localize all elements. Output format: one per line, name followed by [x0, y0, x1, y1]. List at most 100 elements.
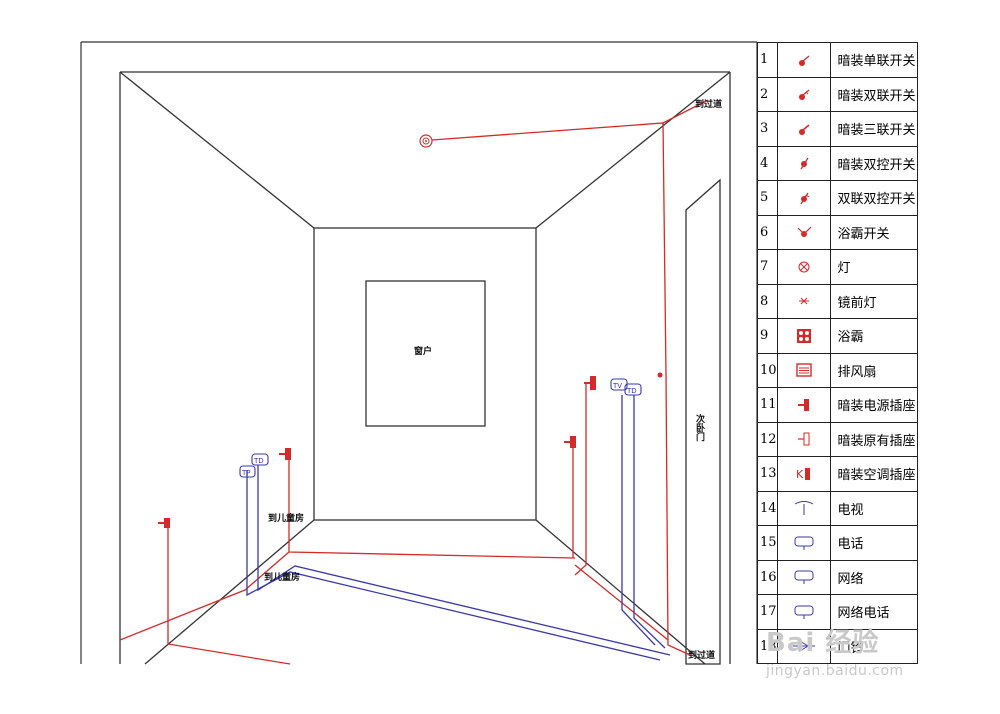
legend-label: 暗装原有插座: [829, 421, 919, 457]
legend-row: 8 镜前灯: [757, 283, 919, 319]
legend-label: 暗装三联开关: [829, 111, 919, 147]
legend-row: 2 暗装双联开关: [757, 76, 919, 112]
legend-row: 4 暗装双控开关: [757, 145, 919, 181]
legend-label: 排风扇: [829, 352, 919, 388]
legend-number: 18: [757, 628, 778, 664]
door-label: 次卧门: [694, 413, 705, 442]
door: [685, 178, 721, 665]
legend-row: 5 双联双控开关: [757, 180, 919, 216]
power-socket-icon: [776, 387, 831, 423]
phone-outlet-icon: [776, 525, 831, 561]
network-phone-outlet-icon: [776, 594, 831, 630]
window-label: 窗户: [414, 345, 432, 357]
legend-label: 双联双控开关: [829, 180, 919, 216]
doorbell-icon: [776, 628, 831, 664]
baidu-watermark: Bai 经验 jingyan.baidu.com: [766, 622, 966, 679]
legend-label: 浴霸开关: [829, 214, 919, 250]
legend-label: 网络: [829, 559, 919, 595]
two-way-switch-icon: [776, 145, 831, 181]
legend-number: 15: [757, 525, 778, 561]
legend-table: 1 暗装单联开关 2 暗装双联开关 3 暗装三联开关 4 暗装双控开关 5 双联双控开关 6 浴霸开关…: [757, 42, 919, 664]
legend-row: 12 暗装原有插座: [757, 421, 919, 457]
legend-number: 1: [757, 42, 778, 78]
legend-number: 9: [757, 318, 778, 354]
svg-text:TP: TP: [241, 469, 251, 477]
legend-label: 门铃: [829, 628, 919, 664]
triple-switch-icon: [776, 111, 831, 147]
legend-row: 15 电话: [757, 525, 919, 561]
legend-label: 暗装电源插座: [829, 387, 919, 423]
legend-number: 5: [757, 180, 778, 216]
legend-number: 11: [757, 387, 778, 423]
ceiling-lamp-icon: [419, 134, 433, 148]
legend-row: 18 门铃: [757, 628, 919, 664]
legend-row: 9 浴霸: [757, 318, 919, 354]
exhaust-fan-icon: [776, 352, 831, 388]
legend-row: 6 浴霸开关: [757, 214, 919, 250]
svg-text:TD: TD: [253, 457, 264, 465]
junction-dot: [657, 372, 663, 378]
power-socket-left: [158, 518, 170, 528]
legend-label: 灯: [829, 249, 919, 285]
legend-label: 网络电话: [829, 594, 919, 630]
svg-text:TD: TD: [626, 387, 637, 395]
label-to-corridor-bottom: 到过道: [688, 649, 715, 661]
legend-row: 11 暗装电源插座: [757, 387, 919, 423]
legend-number: 12: [757, 421, 778, 457]
legend-label: 暗装双联开关: [829, 76, 919, 112]
drawing-frame: [80, 41, 758, 664]
power-socket-right-lower: [564, 436, 576, 448]
legend-row: 13 K 暗装空调插座: [757, 456, 919, 492]
td-outlet-right: TD: [624, 383, 642, 396]
room-outline: [119, 71, 731, 665]
bath-heater-switch-icon: [776, 214, 831, 250]
legend-label: 暗装双控开关: [829, 145, 919, 181]
power-socket-left-wall: [279, 448, 291, 460]
single-switch-icon: [776, 42, 831, 78]
label-to-kids-room-2: 到儿童房: [264, 571, 300, 583]
legend-number: 6: [757, 214, 778, 250]
legend-label: 电话: [829, 525, 919, 561]
legend-label: 镜前灯: [829, 283, 919, 319]
legend-number: 2: [757, 76, 778, 112]
label-to-kids-room-1: 到儿童房: [268, 512, 304, 524]
svg-text:TV: TV: [612, 382, 622, 390]
legend-number: 4: [757, 145, 778, 181]
network-outlet-icon: [776, 559, 831, 595]
legend-row: 3 暗装三联开关: [757, 111, 919, 147]
power-wires: [119, 99, 709, 665]
tv-outlet-left: TP: [239, 465, 256, 478]
legend-number: 14: [757, 490, 778, 526]
data-wires: [246, 395, 671, 661]
legend-label: 电视: [829, 490, 919, 526]
ac-socket-icon: K: [776, 456, 831, 492]
legend-label: 暗装单联开关: [829, 42, 919, 78]
legend-row: 1 暗装单联开关: [757, 42, 919, 78]
window: [365, 280, 486, 427]
label-to-corridor-top: 到过道: [695, 98, 722, 110]
legend-label: 浴霸: [829, 318, 919, 354]
bath-heater-icon: [776, 318, 831, 354]
legend-row: 14 电视: [757, 490, 919, 526]
td-outlet-left: TD: [251, 453, 269, 466]
legend-row: 10 排风扇: [757, 352, 919, 388]
legend-number: 7: [757, 249, 778, 285]
legend-label: 暗装空调插座: [829, 456, 919, 492]
legend-number: 10: [757, 352, 778, 388]
lamp-icon: [776, 249, 831, 285]
legend-number: 8: [757, 283, 778, 319]
legend-row: 16 网络: [757, 559, 919, 595]
legend-number: 13: [757, 456, 778, 492]
double-switch-icon: [776, 76, 831, 112]
legend-number: 16: [757, 559, 778, 595]
power-socket-right-upper: [584, 376, 596, 390]
watermark-url: jingyan.baidu.com: [766, 663, 904, 679]
existing-socket-icon: [776, 421, 831, 457]
svg-text:K: K: [796, 468, 804, 481]
double-two-way-switch-icon: [776, 180, 831, 216]
legend-number: 3: [757, 111, 778, 147]
tv-outlet-icon: [776, 490, 831, 526]
